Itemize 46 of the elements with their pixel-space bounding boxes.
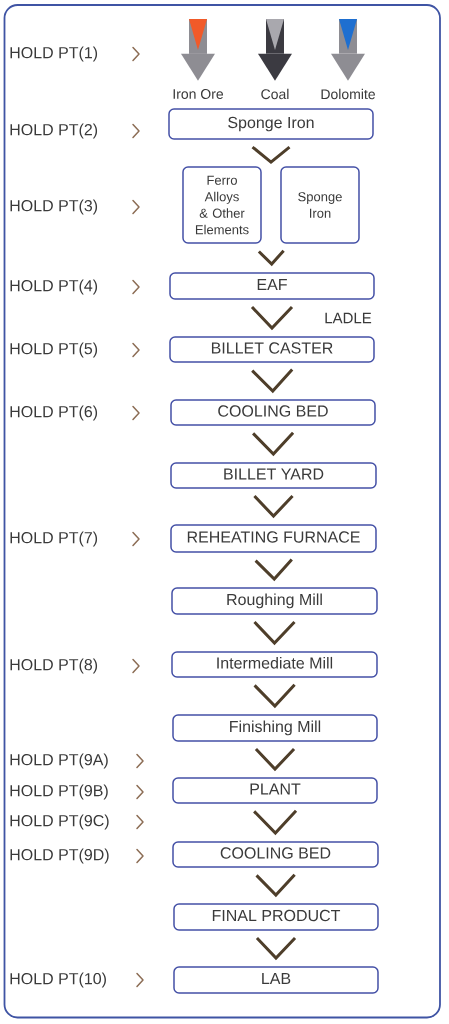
process-box: LAB <box>173 966 379 994</box>
hold-point-label: HOLD PT(5) <box>10 342 98 358</box>
process-box: Ferro Alloys & Other Elements <box>182 166 262 244</box>
hold-point-label: HOLD PT(9C) <box>10 814 109 830</box>
process-box: Sponge Iron <box>280 166 360 244</box>
process-box: EAF <box>169 272 375 300</box>
chevron-arrow <box>254 748 296 772</box>
material-label: Iron Ore <box>173 89 224 99</box>
process-box: COOLING BED <box>172 841 379 868</box>
process-box: Intermediate Mill <box>171 651 378 678</box>
block-arrow <box>258 19 292 81</box>
process-box: BILLET CASTER <box>169 336 375 363</box>
chevron-arrow <box>254 558 293 582</box>
process-box: Finishing Mill <box>172 714 378 742</box>
chevron-arrow <box>255 873 296 898</box>
chevron-arrow <box>253 495 294 519</box>
process-box: FINAL PRODUCT <box>173 903 379 931</box>
edge-label: LADLE <box>323 311 373 325</box>
process-box: PLANT <box>172 777 378 804</box>
hold-point-label: HOLD PT(3) <box>10 199 98 215</box>
hold-point-label: HOLD PT(1) <box>10 46 98 62</box>
hold-point-label: HOLD PT(8) <box>10 658 98 674</box>
chevron-arrow <box>251 145 291 164</box>
chevron-arrow <box>252 431 295 457</box>
process-box: Sponge Iron <box>168 108 374 140</box>
hold-point-label: HOLD PT(9B) <box>10 784 108 800</box>
process-box: COOLING BED <box>170 399 376 426</box>
chevron-arrow <box>255 937 297 961</box>
hold-point-label: HOLD PT(7) <box>10 531 98 547</box>
hold-point-label: HOLD PT(9D) <box>10 848 109 864</box>
hold-point-label: HOLD PT(9A) <box>10 753 108 769</box>
material-label: Dolomite <box>321 88 375 100</box>
process-box: REHEATING FURNACE <box>170 524 377 553</box>
chevron-arrow <box>250 306 294 331</box>
chevron-arrow <box>251 368 294 394</box>
block-arrow <box>331 19 365 81</box>
chevron-arrow <box>253 621 296 646</box>
block-arrow <box>181 19 215 81</box>
material-label: Coal <box>261 88 289 100</box>
process-box: BILLET YARD <box>170 462 377 489</box>
hold-point-label: HOLD PT(10) <box>10 972 106 988</box>
process-box: Roughing Mill <box>171 587 378 615</box>
hold-point-label: HOLD PT(2) <box>10 123 98 139</box>
chevron-arrow <box>253 683 296 709</box>
hold-point-label: HOLD PT(4) <box>10 279 98 295</box>
hold-point-label: HOLD PT(6) <box>10 405 98 421</box>
